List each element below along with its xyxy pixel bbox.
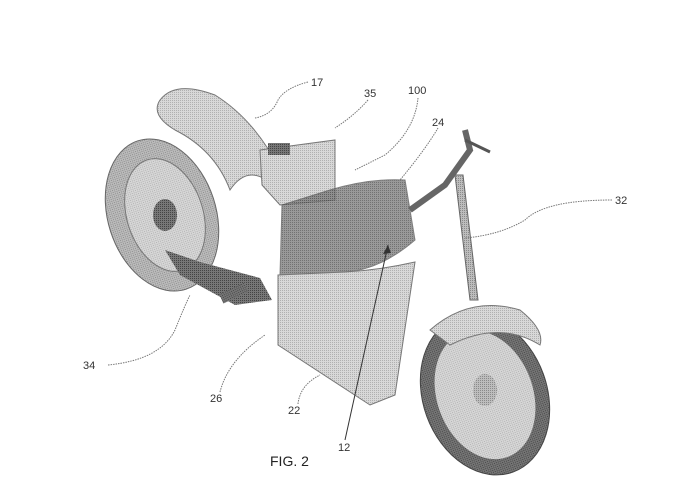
figure-caption: FIG. 2 [270, 453, 309, 469]
label-32: 32 [615, 195, 627, 207]
label-22: 22 [288, 405, 300, 417]
rear-wheel [104, 138, 220, 292]
label-100: 100 [408, 85, 426, 97]
rear-fender [156, 88, 281, 192]
battery-housing [277, 261, 416, 406]
label-12: 12 [338, 442, 350, 454]
tank [279, 179, 416, 276]
label-34: 34 [83, 360, 95, 372]
front-fork [408, 129, 491, 301]
label-17: 17 [311, 77, 323, 89]
label-35: 35 [364, 88, 376, 100]
tail-light [268, 143, 290, 155]
footpeg [219, 282, 249, 304]
front-wheel [419, 314, 551, 476]
label-26: 26 [210, 393, 222, 405]
front-fender [429, 305, 542, 346]
label-24: 24 [432, 117, 444, 129]
leader-lines [107, 81, 613, 441]
